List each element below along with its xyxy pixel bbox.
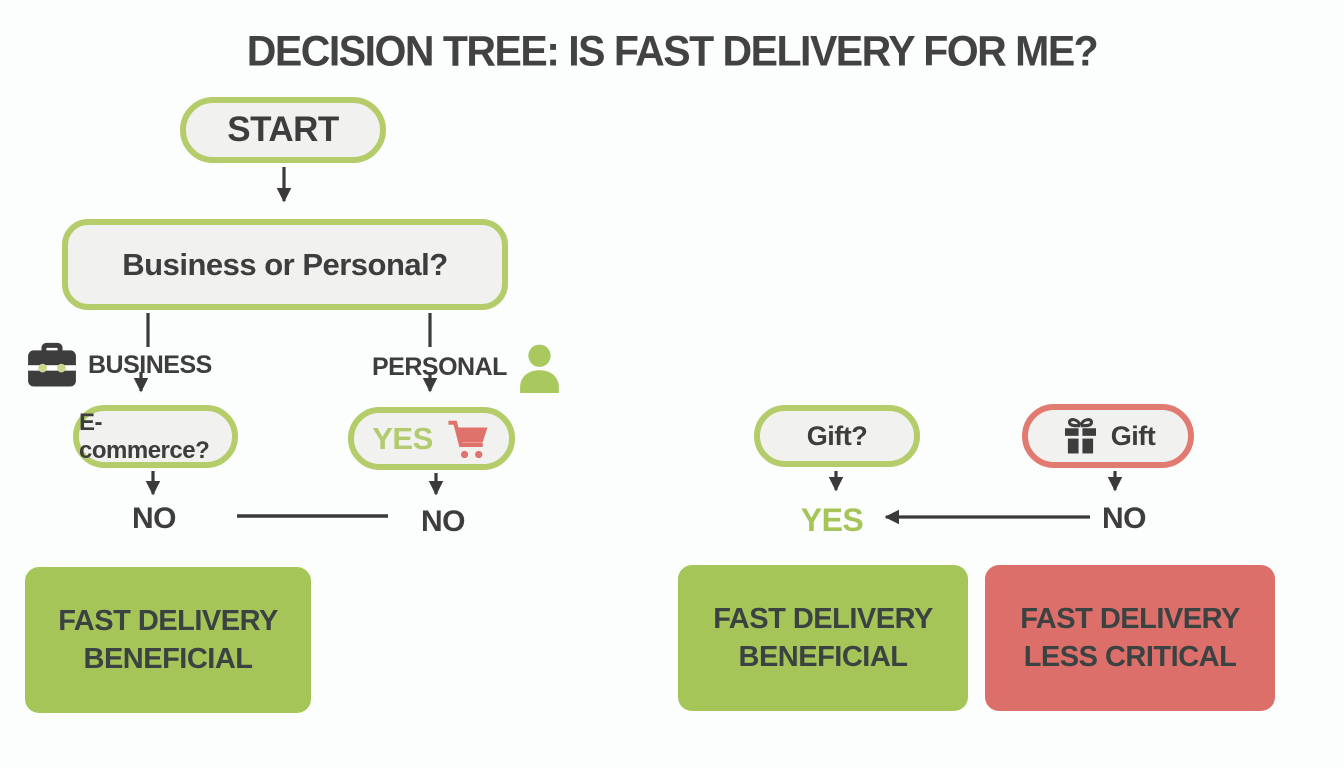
outcome-line: LESS CRITICAL	[1023, 641, 1237, 673]
branch-business-label: BUSINESS	[88, 350, 212, 379]
person-icon	[516, 342, 563, 393]
branch-personal: PERSONAL	[372, 342, 563, 393]
node-business-or-personal: Business or Personal?	[62, 219, 508, 310]
node-ecommerce: E-commerce?	[73, 405, 238, 468]
branch-personal-label: PERSONAL	[372, 353, 507, 381]
outcome-line: FAST DELIVERY	[58, 604, 278, 637]
outcome-line: FAST DELIVERY	[713, 602, 933, 635]
edge-label-personal-no: NO	[421, 505, 466, 538]
node-start: START	[180, 97, 386, 163]
gift-icon	[1061, 415, 1100, 457]
edge-label-gift-no: NO	[1102, 502, 1147, 535]
outcome-line: BENEFICIAL	[738, 641, 909, 673]
briefcase-icon	[25, 340, 79, 390]
cart-icon	[445, 417, 491, 461]
branch-business: BUSINESS	[25, 340, 212, 390]
outcome-gift-beneficial: FAST DELIVERY BENEFICIAL	[678, 565, 968, 711]
outcome-business-beneficial: FAST DELIVERY BENEFICIAL	[25, 567, 311, 713]
node-gift: Gift	[1022, 404, 1194, 468]
personal-yes-label: YES	[372, 420, 433, 456]
edge-label-gift-yes: YES	[800, 502, 864, 538]
outcome-line: BENEFICIAL	[83, 643, 254, 675]
node-personal-yes: YES	[348, 407, 515, 470]
outcome-line: FAST DELIVERY	[1020, 602, 1240, 635]
diagram-title: DECISION TREE: IS FAST DELIVERY FOR ME?	[246, 26, 1099, 76]
outcome-less-critical: FAST DELIVERY LESS CRITICAL	[985, 565, 1275, 711]
edge-label-ecommerce-no: NO	[132, 502, 177, 535]
node-gift-question: Gift?	[754, 405, 920, 467]
gift-label: Gift	[1110, 420, 1156, 451]
